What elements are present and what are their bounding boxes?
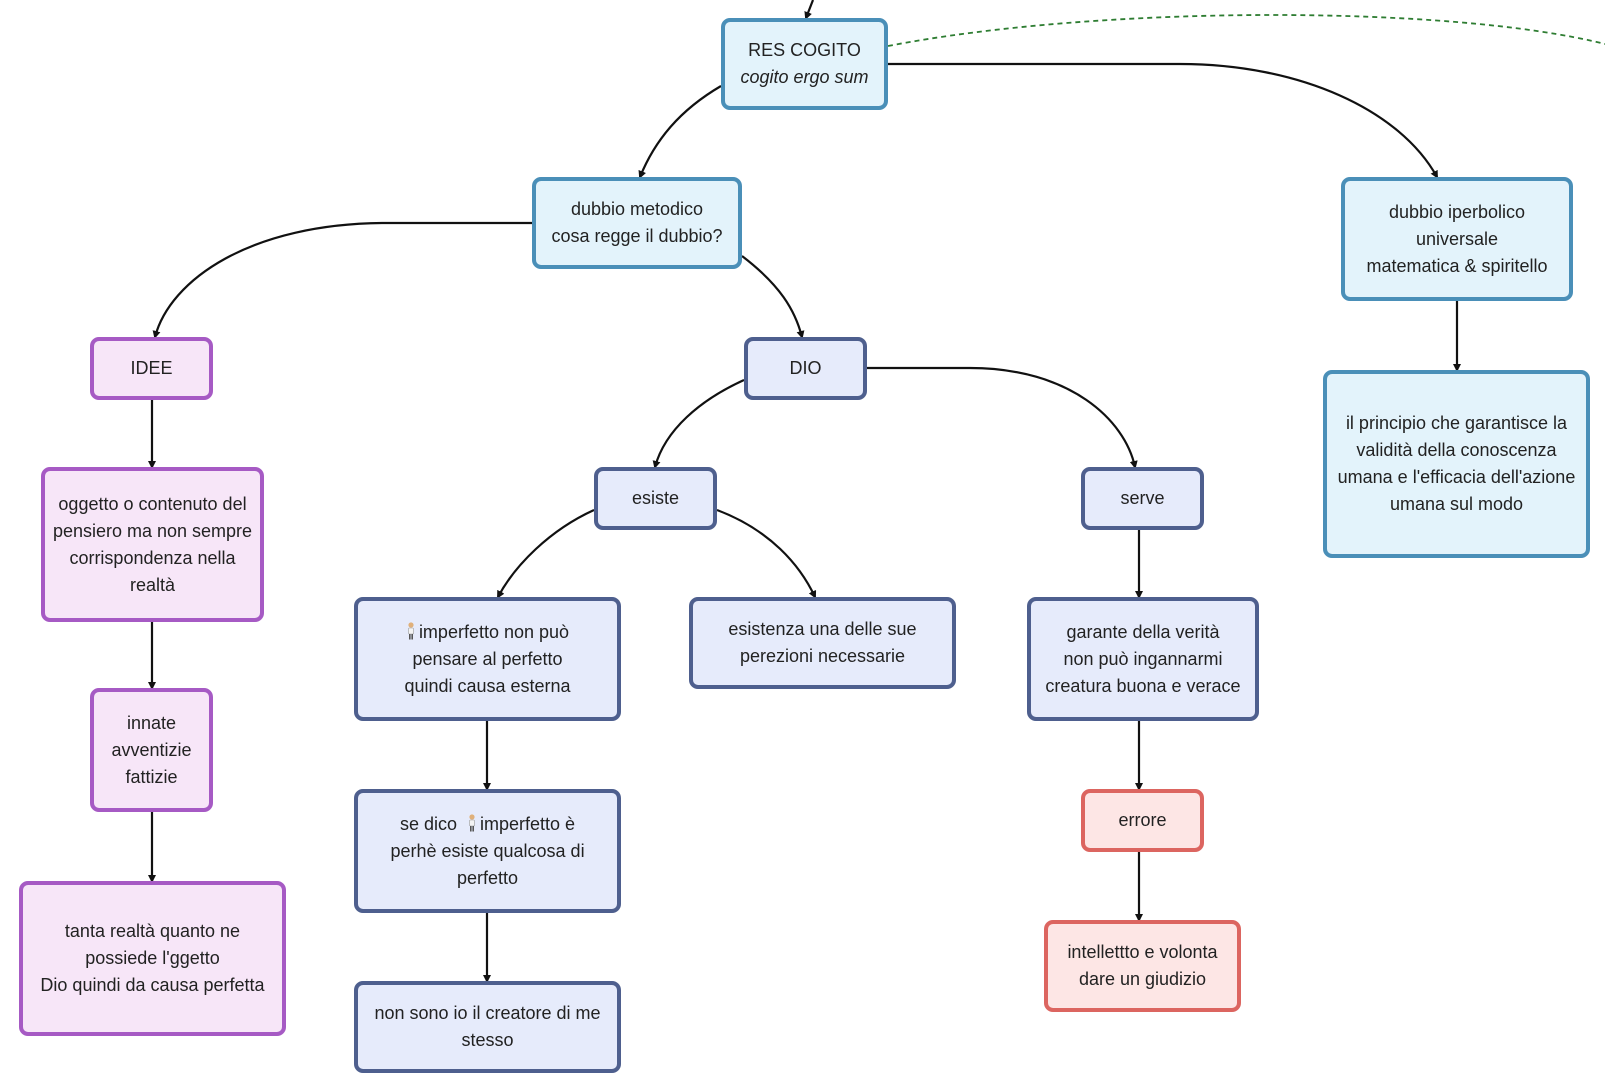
node-errore[interactable]: errore: [1081, 789, 1204, 852]
node-label: Dio quindi da causa perfetta: [40, 975, 265, 995]
node-res-cogito[interactable]: RES COGITO cogito ergo sum: [721, 18, 888, 110]
node-label: IDEE: [130, 358, 173, 378]
node-non-sono[interactable]: non sono io il creatore di me stesso: [354, 981, 621, 1073]
edge-dubbio-metodico-idee: [152, 221, 532, 339]
edge-esiste-esistenza: [716, 508, 817, 599]
node-label: matematica & spiritello: [1366, 255, 1548, 276]
node-se-dico[interactable]: se dico imperfetto è perhè esiste qualco…: [354, 789, 621, 913]
node-label: non sono io il creatore di me stesso: [374, 1003, 601, 1050]
edge-res-cogito-dubbio-iperbolico: [888, 62, 1438, 179]
node-dio[interactable]: DIO: [744, 337, 867, 400]
node-tanta-realta[interactable]: tanta realtà quanto ne possiede l'ggetto…: [19, 881, 286, 1036]
node-label: il principio che garantisce la validità …: [1337, 413, 1576, 514]
node-label: esiste: [631, 488, 680, 508]
node-label-row: se dico imperfetto è: [400, 811, 575, 838]
node-dubbio-iperbolico[interactable]: dubbio iperbolico universale matematica …: [1341, 177, 1573, 301]
node-label: oggetto o contenuto del pensiero ma non …: [52, 493, 253, 595]
node-label: dubbio metodico: [570, 199, 704, 219]
node-label: avventizie: [111, 739, 192, 760]
edge-incoming-res-cogito: [804, 0, 815, 20]
node-label: quindi causa esterna: [404, 675, 571, 696]
person-icon: [469, 813, 475, 831]
node-oggetto[interactable]: oggetto o contenuto del pensiero ma non …: [41, 467, 264, 622]
node-label: imperfetto è: [480, 813, 576, 834]
edge-dashed-link: [887, 14, 1605, 47]
node-label: cogito ergo sum: [740, 67, 869, 87]
node-innate[interactable]: innate avventizie fattizie: [90, 688, 213, 812]
edge-dubbio-metodico-dio: [741, 255, 805, 339]
node-label: RES COGITO: [748, 40, 861, 60]
node-label: creatura buona e verace: [1045, 675, 1241, 696]
node-label: esistenza una delle sue: [728, 619, 917, 639]
node-label: imperfetto non può: [418, 621, 570, 642]
node-garante[interactable]: garante della verità non può ingannarmi …: [1027, 597, 1259, 721]
node-label: perfetto: [456, 867, 519, 888]
edge-dio-serve: [867, 366, 1138, 469]
node-label: perhè esiste qualcosa di: [390, 840, 585, 861]
node-imperfetto[interactable]: imperfetto non può pensare al perfetto q…: [354, 597, 621, 721]
node-idee[interactable]: IDEE: [90, 337, 213, 400]
node-principio[interactable]: il principio che garantisce la validità …: [1323, 370, 1590, 558]
edge-res-cogito-dubbio-metodico: [638, 85, 722, 179]
node-serve[interactable]: serve: [1081, 467, 1204, 530]
node-label: innate: [126, 712, 177, 733]
node-dubbio-metodico[interactable]: dubbio metodico cosa regge il dubbio?: [532, 177, 742, 269]
node-label: pensare al perfetto: [412, 648, 563, 669]
edge-dio-esiste: [652, 378, 745, 469]
node-label: dare un giudizio: [1078, 969, 1207, 989]
node-label: serve: [1120, 488, 1165, 508]
node-intelletto[interactable]: intellettto e volonta dare un giudizio: [1044, 920, 1241, 1012]
node-label: fattizie: [125, 766, 178, 787]
node-label: garante della verità: [1066, 621, 1220, 642]
node-label: errore: [1118, 810, 1167, 830]
person-icon: [408, 621, 414, 639]
edge-esiste-imperfetto: [497, 508, 595, 599]
node-label: dubbio iperbolico: [1388, 201, 1526, 222]
node-esiste[interactable]: esiste: [594, 467, 717, 530]
node-esistenza[interactable]: esistenza una delle sue perezioni necess…: [689, 597, 956, 689]
node-label: universale: [1415, 228, 1499, 249]
node-label-row: imperfetto non può: [406, 619, 569, 646]
node-label: DIO: [789, 358, 822, 378]
node-label: perezioni necessarie: [739, 646, 906, 666]
node-label: tanta realtà quanto ne: [64, 921, 241, 941]
node-label: cosa regge il dubbio?: [551, 226, 723, 246]
node-label: non può ingannarmi: [1063, 648, 1223, 669]
node-label: intellettto e volonta: [1067, 942, 1218, 962]
node-label: se dico: [399, 813, 457, 834]
node-label: possiede l'ggetto: [85, 948, 220, 968]
